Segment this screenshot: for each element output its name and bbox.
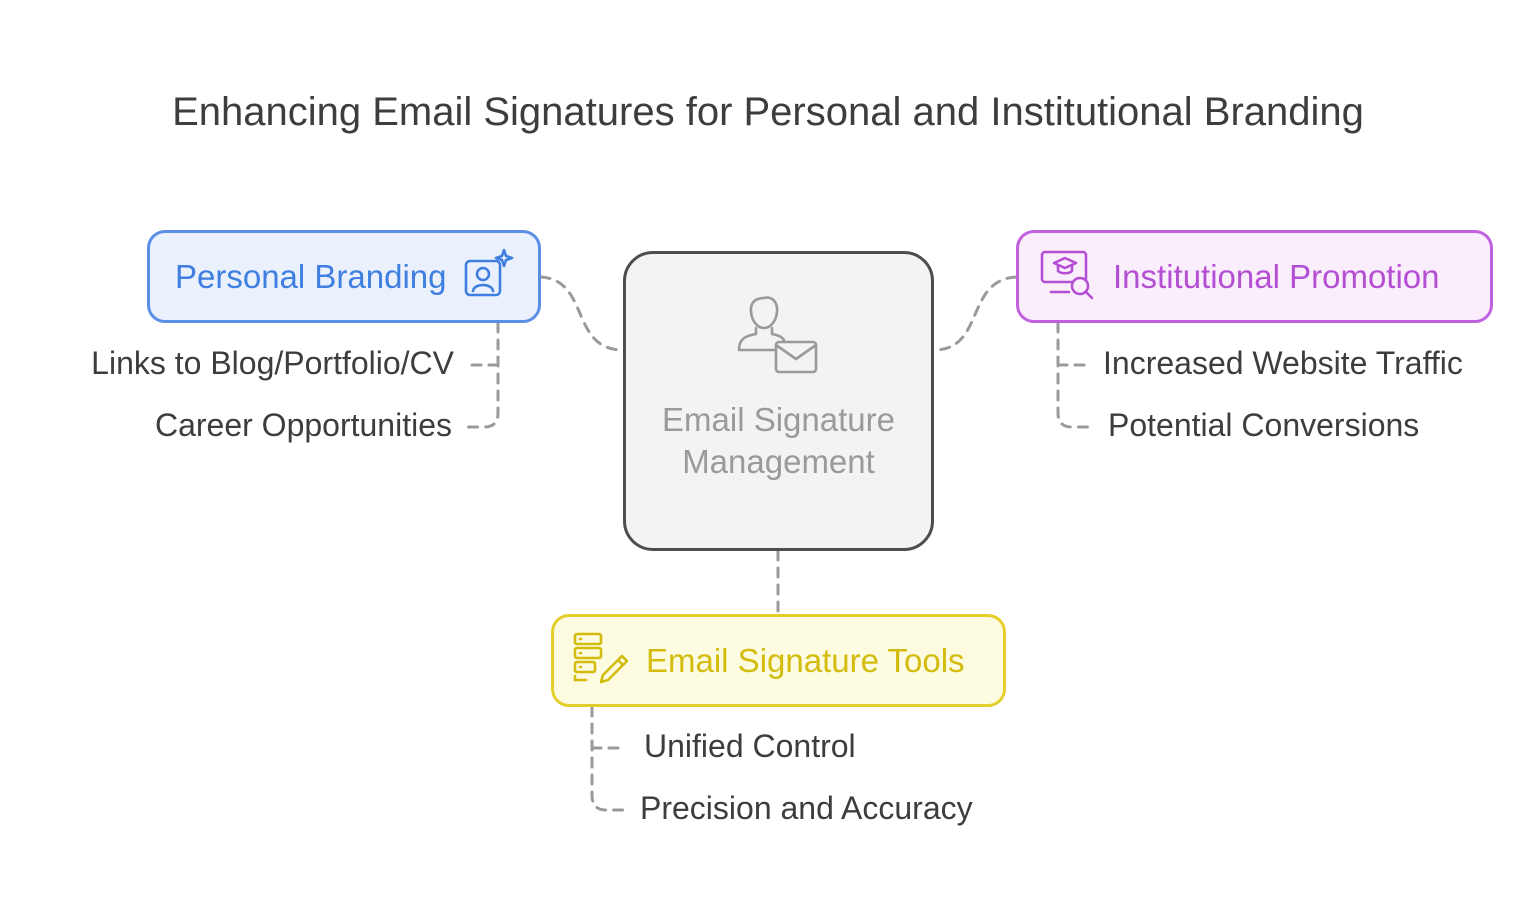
server-pencil-icon bbox=[572, 630, 629, 691]
email-signature-tools-node: Email Signature Tools bbox=[551, 614, 1006, 707]
connector-tools-items bbox=[590, 705, 628, 812]
center-node: Email Signature Management bbox=[623, 251, 934, 551]
list-item-precision: Precision and Accuracy bbox=[640, 790, 973, 826]
person-envelope-icon bbox=[734, 292, 824, 387]
connector-personal-center bbox=[539, 275, 625, 352]
monitor-graduation-search-icon bbox=[1039, 248, 1095, 305]
list-item-career: Career Opportunities bbox=[154, 407, 452, 443]
center-label: Email Signature Management bbox=[662, 401, 895, 480]
list-item-unified-control: Unified Control bbox=[644, 728, 856, 764]
personal-branding-label: Personal Branding bbox=[175, 257, 447, 295]
email-signature-tools-label: Email Signature Tools bbox=[646, 641, 965, 679]
institutional-promotion-label: Institutional Promotion bbox=[1113, 257, 1440, 295]
list-item-conversions: Potential Conversions bbox=[1108, 407, 1420, 443]
personal-branding-node: Personal Branding bbox=[147, 230, 541, 323]
connector-institutional-center bbox=[932, 275, 1018, 352]
institutional-promotion-node: Institutional Promotion bbox=[1016, 230, 1493, 323]
connector-institutional-items bbox=[1056, 321, 1092, 429]
profile-sparkle-icon bbox=[463, 248, 515, 305]
connector-personal-items bbox=[464, 321, 500, 429]
list-item-website-traffic: Increased Website Traffic bbox=[1103, 345, 1463, 381]
diagram-title: Enhancing Email Signatures for Personal … bbox=[172, 90, 1364, 134]
list-item-links: Links to Blog/Portfolio/CV bbox=[91, 345, 454, 381]
